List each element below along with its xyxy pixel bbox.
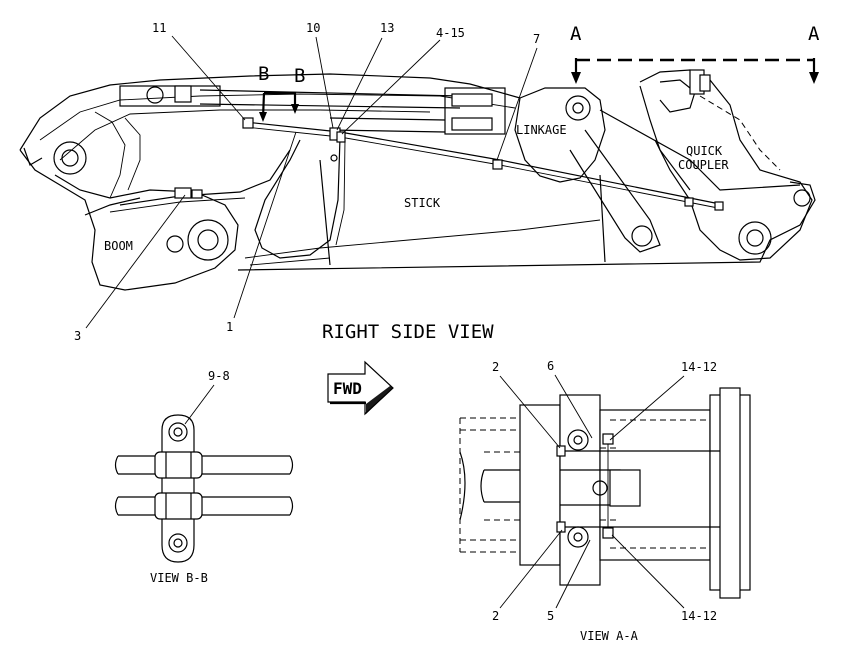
fwd-label: FWD	[333, 379, 362, 398]
callout-aa-2-bottom: 2	[492, 609, 499, 623]
view-b-b-title: VIEW B-B	[150, 571, 208, 585]
callout-aa-14-12-top: 14-12	[681, 360, 717, 374]
callout-10: 10	[306, 21, 320, 35]
section-a-left: A	[570, 23, 582, 45]
callout-13: 13	[380, 21, 394, 35]
callout-aa-5: 5	[547, 609, 554, 623]
section-b-left: B	[258, 63, 269, 85]
quick-coupler-label-1: QUICK	[686, 144, 723, 158]
view-b-b: 9-8 VIEW B-B	[114, 369, 294, 585]
callout-aa-14-12-bottom: 14-12	[681, 609, 717, 623]
quick-coupler-label-2: COUPLER	[678, 158, 729, 172]
clip-11	[242, 117, 254, 129]
fitting-3	[174, 187, 192, 199]
callout-4-15: 4-15	[436, 26, 465, 40]
view-a-a: 2 6 14-12 2 5 14-12 VIEW A-A	[459, 359, 751, 643]
callout-9-8: 9-8	[208, 369, 230, 383]
fitting-4-15	[336, 131, 346, 143]
section-a-right: A	[808, 23, 820, 45]
fwd-arrow: FWD	[327, 360, 394, 416]
right-side-view-title: RIGHT SIDE VIEW	[322, 321, 494, 343]
callout-11: 11	[152, 21, 166, 35]
boom-label: BOOM	[104, 239, 133, 253]
linkage-label: LINKAGE	[516, 123, 567, 137]
hydraulic-line	[244, 121, 721, 205]
clip-7	[492, 159, 503, 170]
callout-1: 1	[226, 320, 233, 334]
callout-aa-2-top: 2	[492, 360, 499, 374]
callout-3: 3	[74, 329, 81, 343]
stick-outline	[237, 159, 816, 271]
section-b-right: B	[294, 65, 305, 87]
boom-outline	[19, 73, 521, 291]
view-a-a-title: VIEW A-A	[580, 629, 639, 643]
callout-aa-6: 6	[547, 359, 554, 373]
linkage-outline	[514, 87, 606, 183]
right-side-view: BOOM STICK LINKAGE QUICK COUPLER 11 10 1…	[19, 21, 820, 343]
stick-label: STICK	[404, 196, 441, 210]
callout-7: 7	[533, 32, 540, 46]
